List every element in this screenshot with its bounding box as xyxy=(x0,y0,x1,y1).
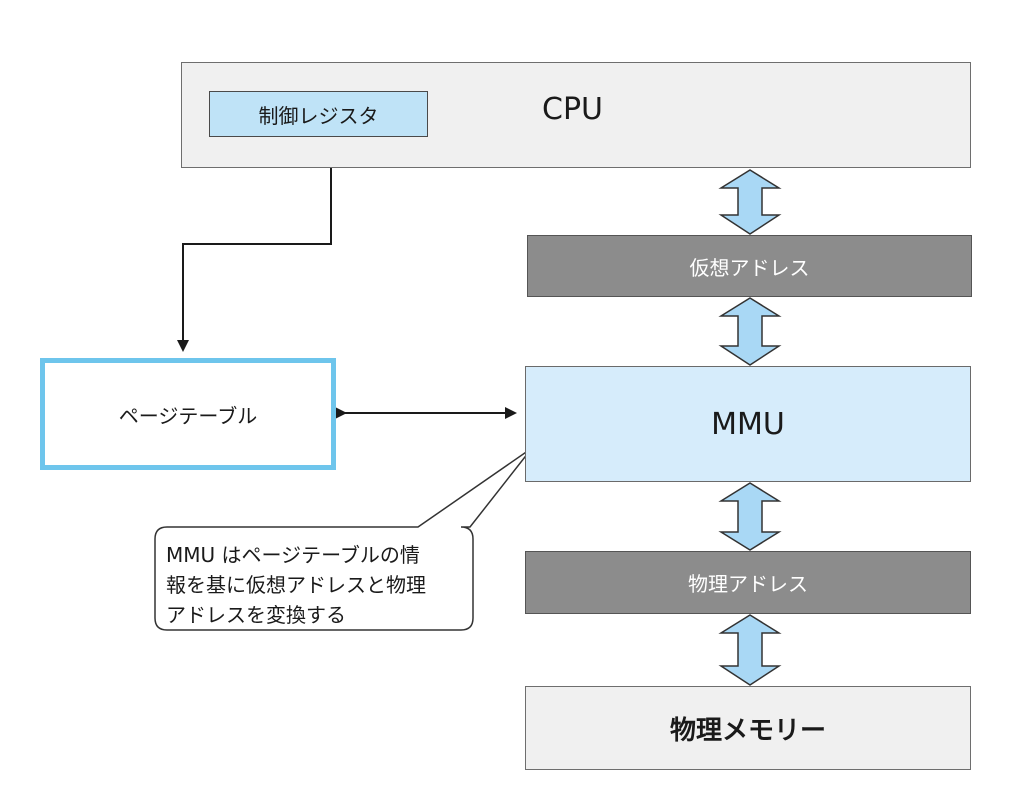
virtual-address-box: 仮想アドレス xyxy=(527,235,972,297)
page-table-box: ページテーブル xyxy=(40,358,336,470)
control-register-box: 制御レジスタ xyxy=(209,91,428,137)
register-to-page-table-arrow xyxy=(177,137,332,352)
callout-text: MMU はページテーブルの情 報を基に仮想アドレスと物理 アドレスを変換する xyxy=(166,543,426,627)
cpu-label: CPU xyxy=(542,92,603,127)
callout-bubble xyxy=(154,447,533,631)
paddr-memory-double-arrow xyxy=(718,614,782,686)
mmu-paddr-double-arrow xyxy=(718,482,782,551)
cpu-vaddr-double-arrow xyxy=(718,169,782,235)
mmu-box: MMU xyxy=(525,366,971,482)
physical-address-box: 物理アドレス xyxy=(525,551,971,614)
physical-memory-box: 物理メモリー xyxy=(525,686,971,770)
vaddr-mmu-double-arrow xyxy=(718,297,782,366)
